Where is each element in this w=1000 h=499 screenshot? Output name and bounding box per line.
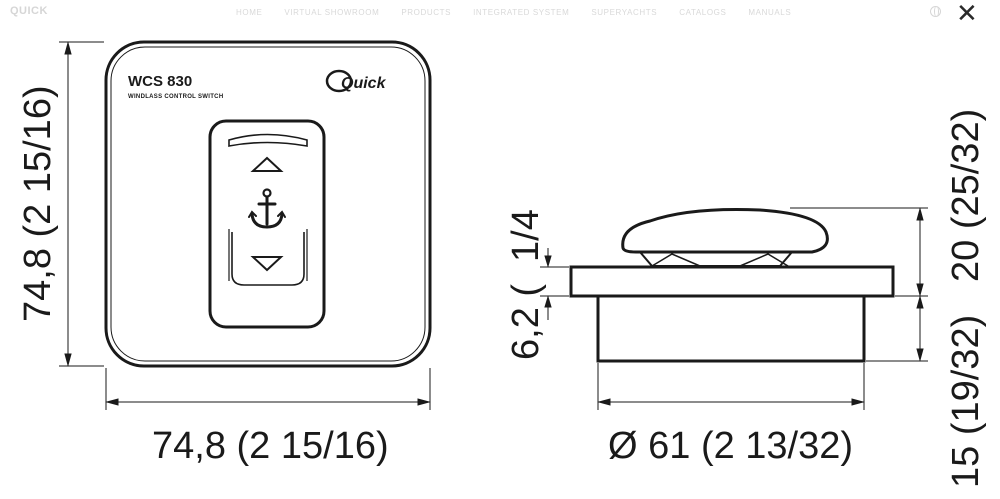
side-plate xyxy=(569,265,895,298)
nav-integrated-system[interactable]: INTEGRATED SYSTEM xyxy=(473,8,570,17)
up-arrow-icon xyxy=(250,156,284,172)
front-height-label: 74,8 (2 15/16) xyxy=(17,85,59,322)
side-view: 6,2 ( 1/4 20 (25/32) 15 (19/32) Ø 61 (2 … xyxy=(505,109,987,488)
close-icon[interactable]: ✕ xyxy=(956,0,978,29)
nav-home[interactable]: HOME xyxy=(236,8,263,17)
nav-virtual-showroom[interactable]: VIRTUAL SHOWROOM xyxy=(284,8,380,17)
front-height-dimension xyxy=(59,41,104,367)
top-navigation-bar: QUICK HOME VIRTUAL SHOWROOM PRODUCTS INT… xyxy=(0,0,1000,29)
plate-thickness-label: 1/4 xyxy=(505,209,547,262)
side-top-height-label: 20 (25/32) xyxy=(945,109,987,282)
nav-superyachts[interactable]: SUPERYACHTS xyxy=(591,8,658,17)
down-arrow-icon xyxy=(250,256,284,272)
brand-logo-text: Quick xyxy=(341,75,387,92)
nav-manuals[interactable]: MANUALS xyxy=(748,8,792,17)
language-globe-icon[interactable] xyxy=(930,6,941,17)
side-height-dimensions xyxy=(790,207,928,362)
plate-thickness-dimension xyxy=(540,248,569,320)
main-nav: HOME VIRTUAL SHOWROOM PRODUCTS INTEGRATE… xyxy=(236,8,813,17)
nav-catalogs[interactable]: CATALOGS xyxy=(679,8,727,17)
side-bottom-height-label: 15 (19/32) xyxy=(945,315,987,488)
plate-thickness-prefix: 6,2 ( xyxy=(505,284,547,360)
rocker-dome xyxy=(621,207,829,254)
front-view: WCS 830 WINDLASS CONTROL SWITCH Quick xyxy=(17,40,432,467)
anchor-icon xyxy=(248,188,286,229)
rocker-lower-pad xyxy=(231,232,305,286)
diameter-dimension xyxy=(597,363,865,410)
switch-plate-inner-edge xyxy=(110,46,426,362)
site-logo[interactable]: QUICK xyxy=(10,5,48,17)
nav-products[interactable]: PRODUCTS xyxy=(401,8,452,17)
diameter-label: Ø 61 (2 13/32) xyxy=(608,425,853,467)
model-label: WCS 830 xyxy=(128,73,192,90)
front-width-label: 74,8 (2 15/16) xyxy=(152,425,389,467)
front-width-dimension xyxy=(105,368,431,410)
model-subtitle: WINDLASS CONTROL SWITCH xyxy=(128,94,223,100)
side-body xyxy=(596,294,866,363)
quick-logo: Quick xyxy=(325,69,387,93)
rocker-top-ridge xyxy=(228,133,308,147)
